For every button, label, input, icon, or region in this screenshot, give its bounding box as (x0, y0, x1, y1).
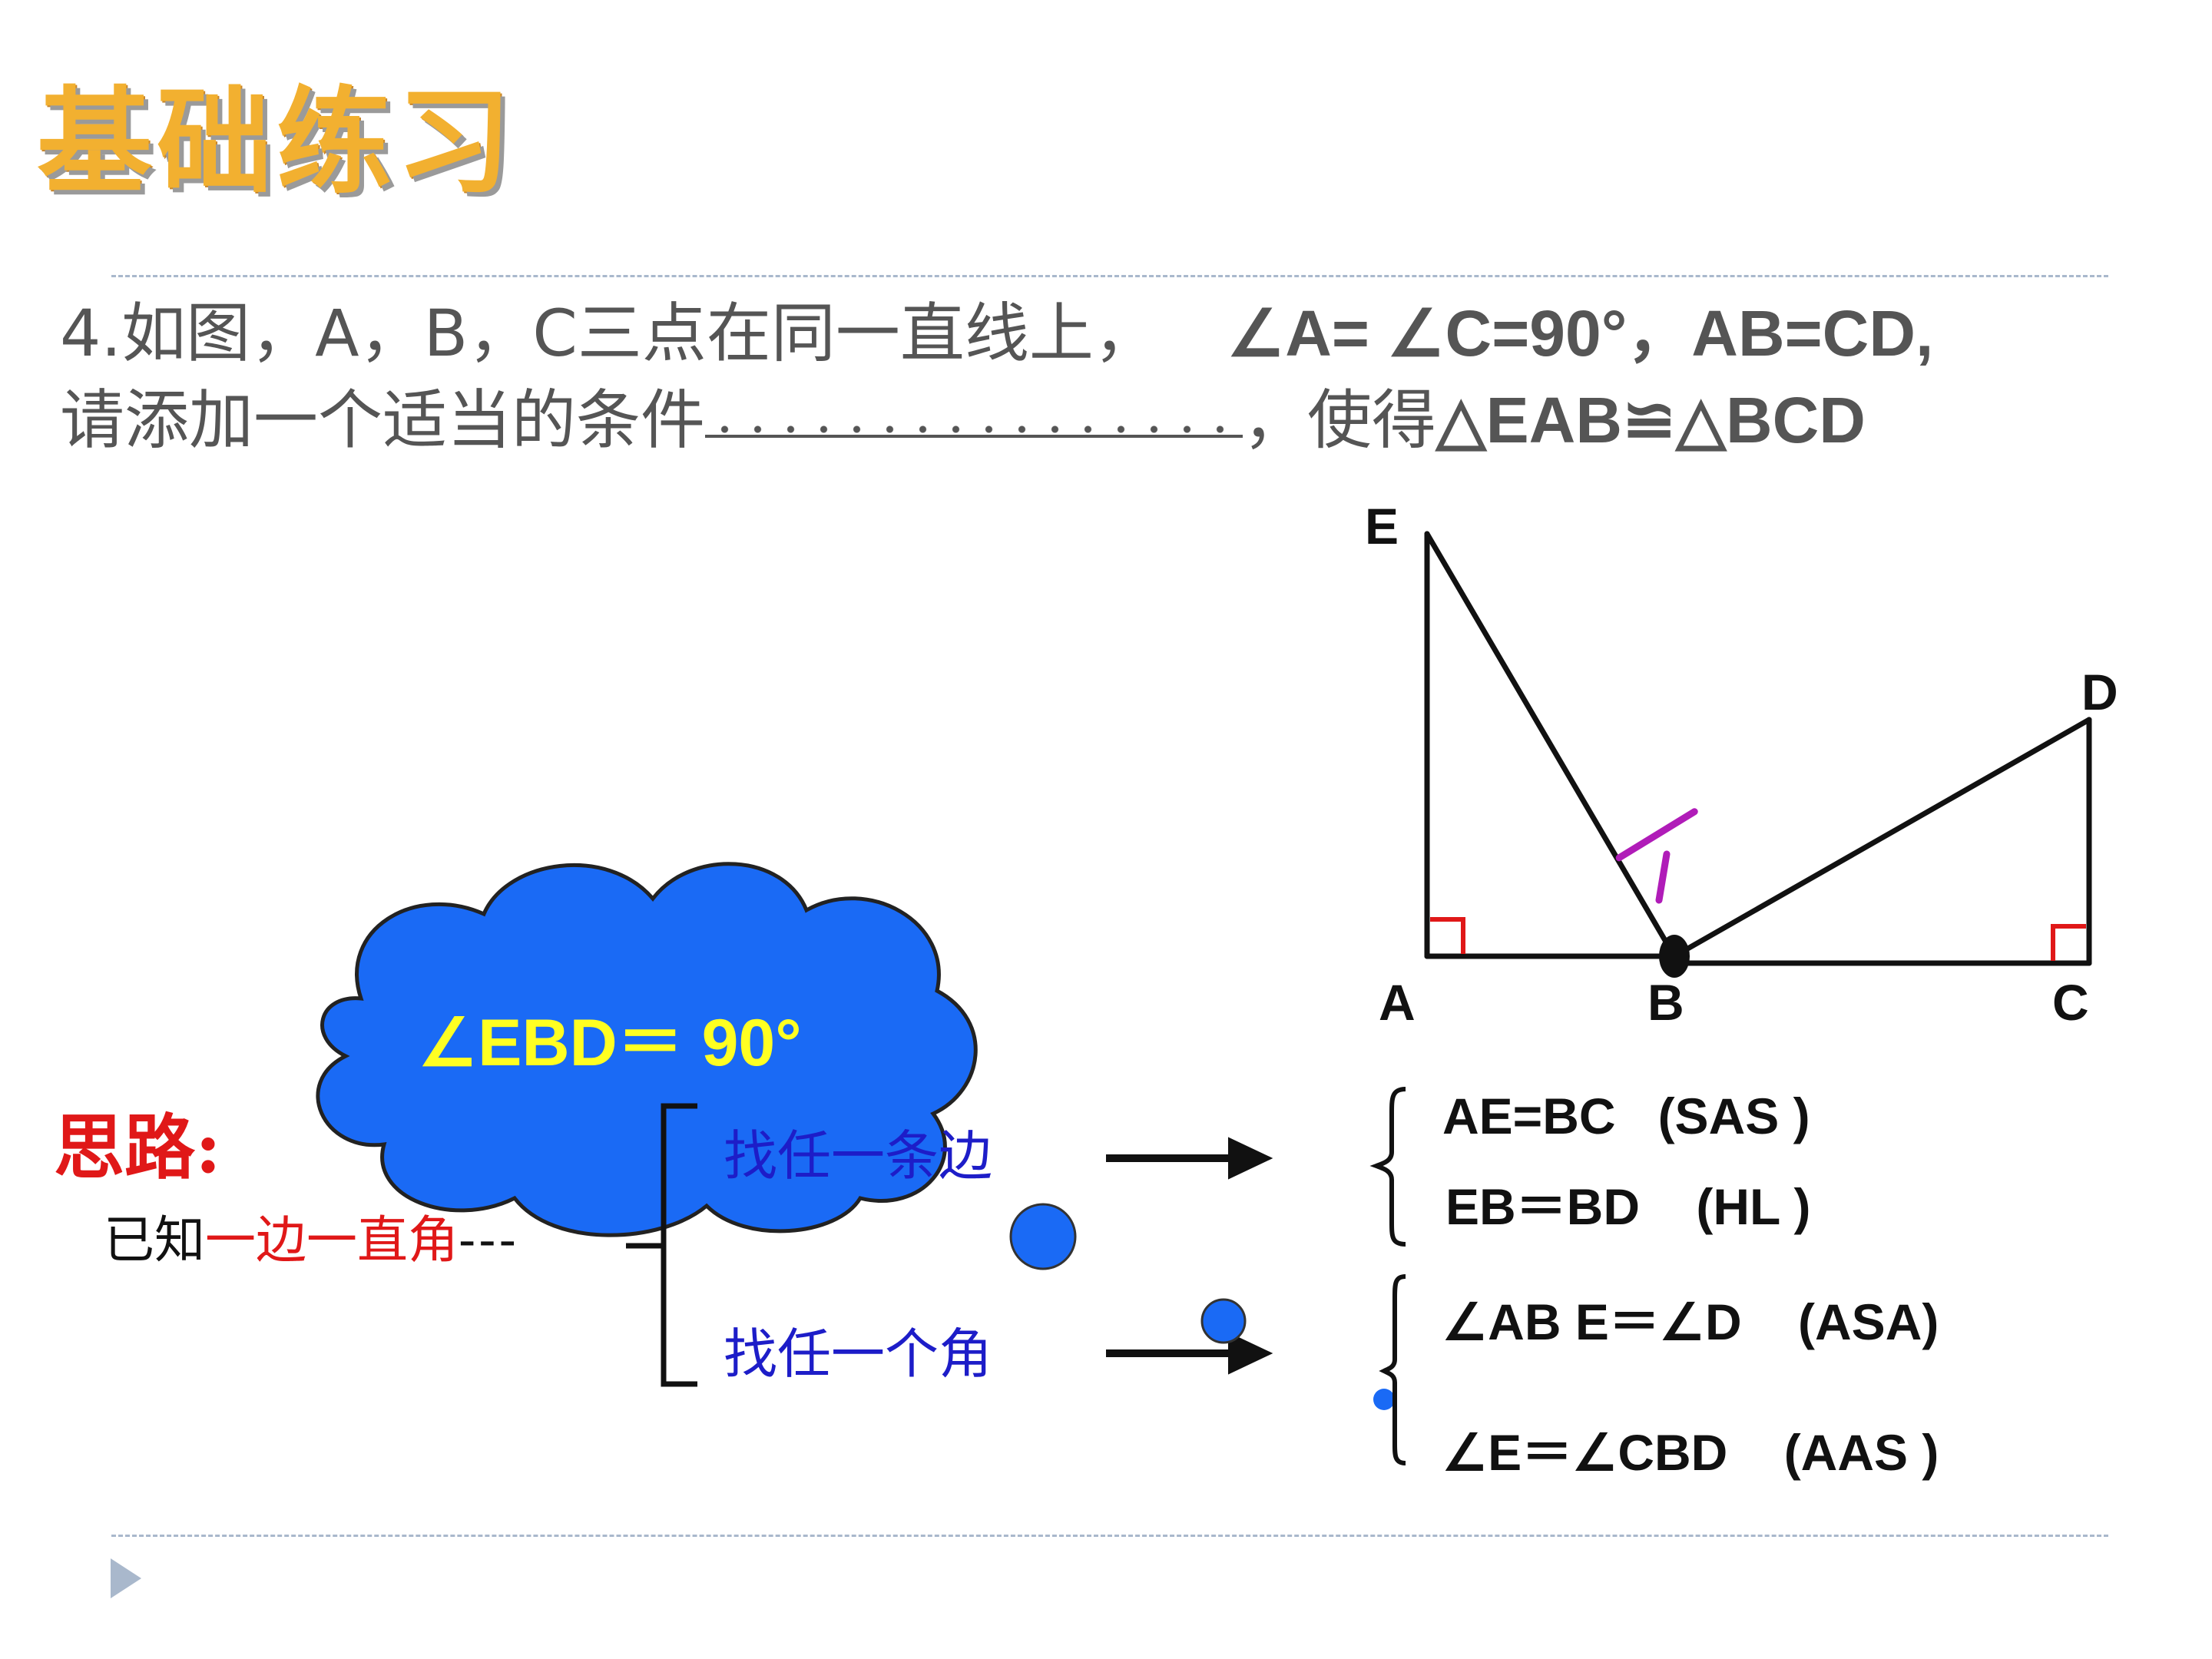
segment-bd (1671, 717, 2092, 959)
perpendicular-mark-bar (1615, 808, 1698, 862)
question-line-1: 4.如图，A，B，C三点在同一直线上，∠A= ∠C=90°，AB=CD, (60, 301, 1933, 366)
slide-title: 基础练习 (37, 75, 517, 210)
arrow-side-head (1228, 1137, 1273, 1180)
blue-dot-small (1373, 1389, 1395, 1410)
known-prefix: 已知 (104, 1210, 205, 1270)
segment-eb (1424, 531, 1677, 959)
question-line-2: 请添加一个适当的条件，使得△EAB≌△BCD (60, 388, 1866, 452)
brace-angle (1379, 1274, 1406, 1465)
question-line-2-suffix: ，使得 (1243, 382, 1437, 458)
condition-sas: AE=BC (SAS ) (1442, 1088, 1810, 1144)
question-line-1-text: 4.如图，A，B，C三点在同一直线上， (60, 296, 1158, 371)
play-triangle-icon[interactable] (108, 1555, 146, 1601)
condition-hl: EB＝BD (HL ) (1445, 1178, 1811, 1235)
label-b: B (1647, 974, 1684, 1031)
brace-side (1369, 1087, 1406, 1247)
known-highlight: 一边一直角 (205, 1210, 459, 1270)
question-line-2-math: △EAB≌△BCD (1436, 384, 1866, 456)
bottom-divider (111, 1535, 2108, 1537)
question-line-2-text: 请添加一个适当的条件 (60, 382, 706, 458)
top-divider (111, 275, 2108, 277)
thinking-heading: 思路: (54, 1106, 221, 1189)
question-line-1-math: ∠A= ∠C=90°，AB=CD, (1227, 297, 1934, 369)
answer-blank[interactable] (705, 419, 1243, 438)
label-c: C (2052, 974, 2089, 1031)
label-e: E (1365, 498, 1399, 555)
cloud-label: ∠EBD＝ 90° (419, 1006, 802, 1080)
label-d: D (2081, 664, 2118, 720)
condition-aas: ∠E＝∠CBD (AAS ) (1442, 1424, 1939, 1481)
known-line: 已知一边一直角--- (104, 1215, 519, 1266)
right-angle-mark-a (1430, 917, 1465, 954)
label-a: A (1379, 974, 1416, 1031)
known-dashes: --- (459, 1210, 519, 1270)
arrow-angle-head (1228, 1332, 1273, 1375)
right-angle-mark-c (2051, 924, 2086, 961)
blue-dot-medium (1200, 1298, 1247, 1344)
point-b-dot (1659, 935, 1690, 978)
branch-angle-label: 找任一个角 (724, 1323, 992, 1386)
perpendicular-mark-stem (1655, 850, 1671, 904)
condition-asa: ∠AB E＝∠D (ASA) (1442, 1293, 1939, 1350)
blue-dot-large (1009, 1203, 1077, 1270)
branch-side-label: 找任一条边 (724, 1124, 992, 1187)
cloud-shape (316, 862, 978, 1237)
bracket-left (661, 1103, 697, 1387)
